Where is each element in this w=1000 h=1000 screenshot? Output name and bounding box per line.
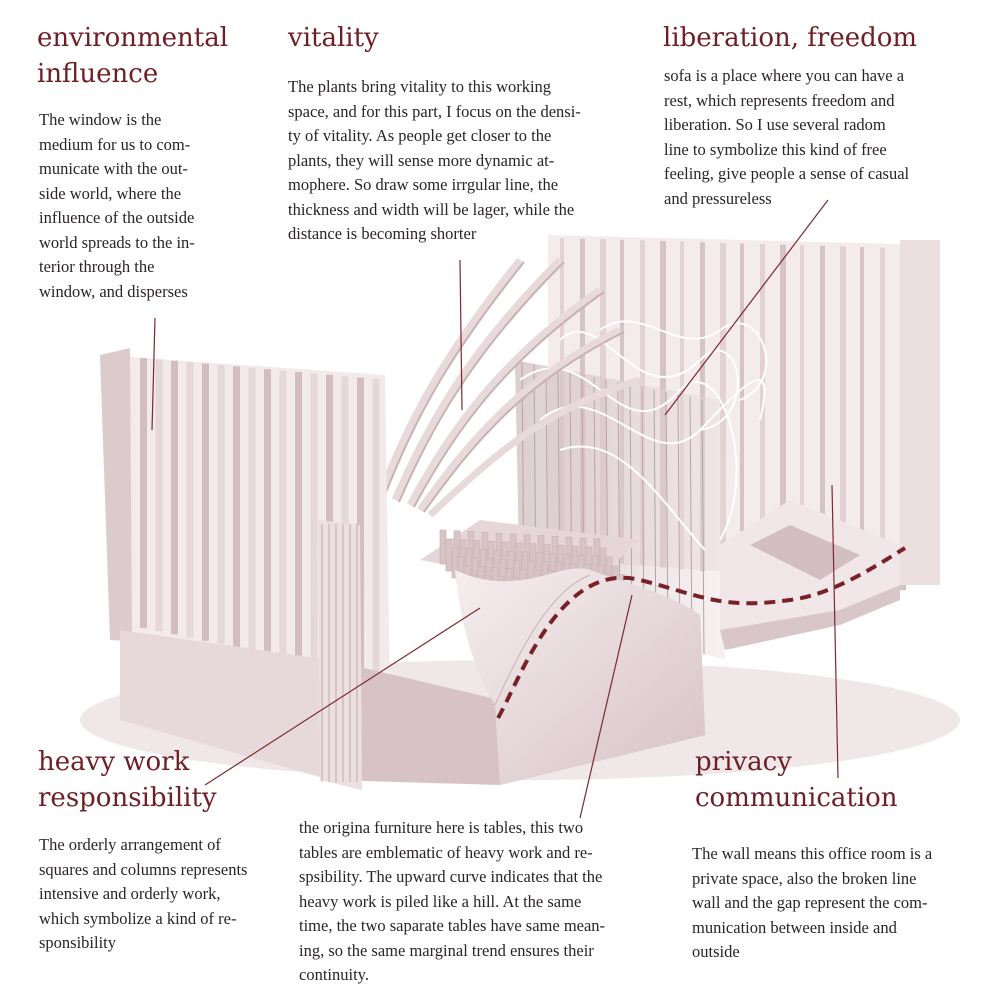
furniture-text: the origina furniture here is tables, th… (299, 818, 606, 984)
window-fin (248, 367, 256, 651)
window-fin (171, 360, 178, 635)
fin (820, 245, 825, 583)
window-fin (155, 359, 163, 632)
liberation-freedom-heading: liberation, freedom (663, 23, 918, 53)
front-fin-stack (318, 520, 362, 790)
leader-environmental (151, 317, 156, 431)
grid-column (439, 529, 447, 565)
fin (880, 247, 885, 589)
leader-privacy (831, 484, 839, 779)
window-fin (372, 379, 380, 676)
vitality-text: The plants bring vitality to this workin… (288, 77, 581, 243)
leader-furniture (579, 594, 633, 819)
dashed-table-edge (496, 546, 907, 720)
heavy-work-text: The orderly arrangement of squares and c… (39, 835, 248, 952)
window-fin (186, 362, 194, 638)
glass-line (689, 396, 693, 652)
vitality-fin-edges (383, 261, 625, 513)
left-window-fin-wall (100, 348, 390, 690)
fin (860, 247, 864, 587)
vitality-heading: vitality (288, 23, 379, 53)
glass-line (701, 399, 705, 655)
window-fin (279, 370, 287, 657)
fin (740, 243, 744, 576)
heavy-work-heading: heavy work responsibility (38, 747, 217, 813)
fin (840, 246, 846, 585)
fin (720, 242, 726, 574)
window-fin (264, 369, 271, 654)
leader-vitality (459, 259, 463, 411)
environmental-influence-heading: environmental influence (37, 23, 229, 89)
environmental-influence-text: The window is the medium for us to com- … (39, 110, 195, 301)
window-fin (217, 365, 225, 644)
window-fin (295, 372, 302, 660)
curved-table (455, 568, 705, 785)
window-fin (357, 377, 364, 673)
privacy-communication-heading: privacy communication (695, 747, 898, 813)
window-fin (326, 374, 333, 667)
sofa-random-lines (519, 320, 768, 551)
liberation-freedom-text: sofa is a place where you can have a res… (664, 66, 910, 208)
grid-column (445, 538, 453, 572)
window-fin (140, 358, 147, 628)
leader-lines (151, 199, 839, 819)
vitality-curved-fins (376, 257, 642, 518)
window-fin (341, 376, 349, 670)
fin (800, 245, 804, 581)
window-fin (233, 366, 240, 648)
leader-liberation (664, 199, 829, 416)
fin (780, 244, 786, 579)
privacy-communication-text: The wall means this office room is a pri… (692, 844, 933, 961)
sofa-block (720, 500, 900, 650)
leader-heavy-work (204, 607, 481, 786)
window-fin (202, 363, 209, 641)
window-fin (310, 373, 318, 664)
